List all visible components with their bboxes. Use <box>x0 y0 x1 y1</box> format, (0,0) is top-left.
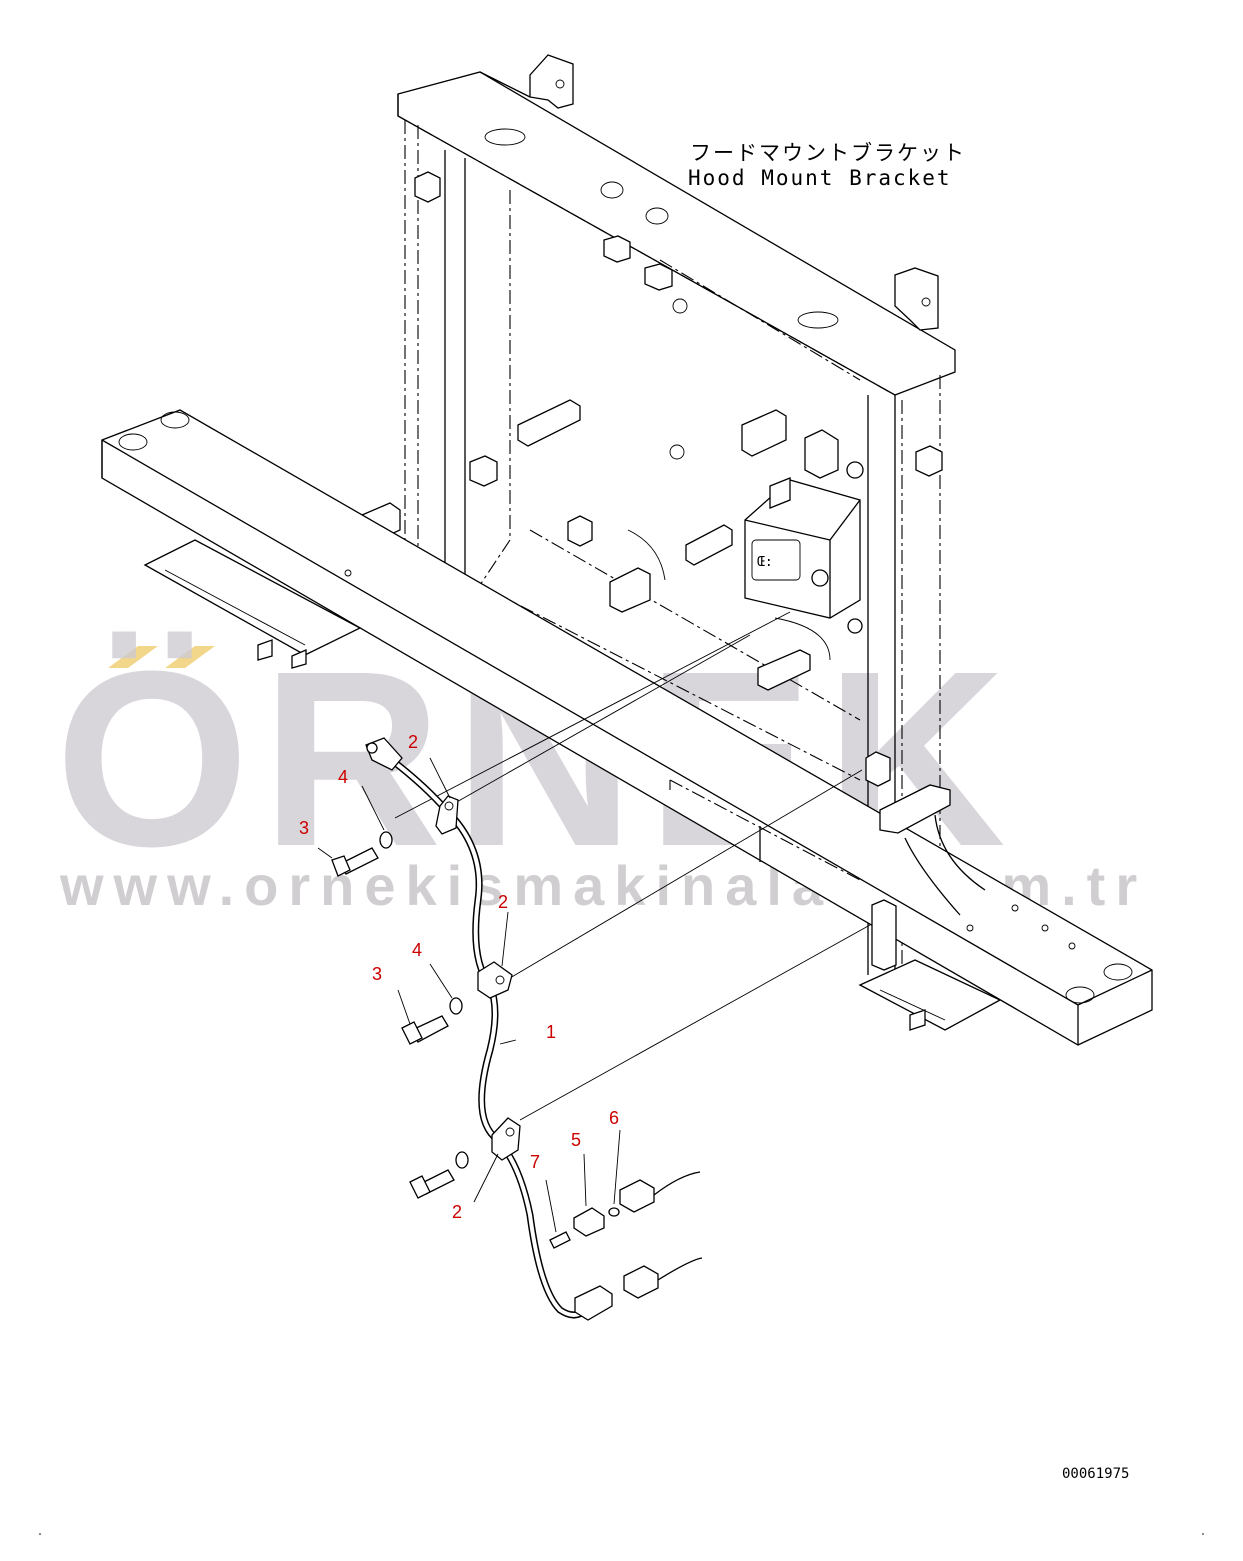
washer-bottom <box>455 1151 469 1169</box>
wire-harness <box>365 737 613 1321</box>
callout-leaders <box>317 757 621 1233</box>
washer-upper <box>379 831 393 849</box>
watermark-accent-left <box>108 646 158 668</box>
bolt-upper <box>331 847 379 877</box>
svg-text:Œ:: Œ: <box>757 555 773 570</box>
clamp-lower <box>491 1117 521 1161</box>
washer-lower <box>449 997 463 1015</box>
hood-mount-bracket-frame: Œ: <box>101 54 1153 1046</box>
assembly-leader-lines <box>394 611 871 1121</box>
callout-2-bottom: 2 <box>452 1202 462 1222</box>
ring-part-6 <box>608 1207 620 1217</box>
clamp-middle <box>477 961 513 999</box>
clamp-upper <box>435 795 459 835</box>
callout-4-lower: 4 <box>412 940 422 960</box>
callout-2-middle: 2 <box>498 892 508 912</box>
corner-dot-left <box>39 1533 41 1535</box>
document-number: 00061975 <box>1062 1466 1129 1482</box>
mating-connectors <box>619 1171 703 1299</box>
title-japanese: フードマウントブラケット <box>690 141 966 165</box>
callout-4-upper: 4 <box>338 767 348 787</box>
fasteners <box>331 831 620 1249</box>
callout-3-lower: 3 <box>372 964 382 984</box>
callout-6: 6 <box>609 1108 619 1128</box>
watermark-accent-right <box>165 646 215 668</box>
callout-2-top: 2 <box>408 732 418 752</box>
title-english: Hood Mount Bracket <box>688 166 952 190</box>
screw-part-7 <box>549 1231 571 1249</box>
cap-part-5 <box>573 1207 605 1237</box>
callout-3-upper: 3 <box>299 818 309 838</box>
callout-5: 5 <box>571 1130 581 1150</box>
callouts: 2 4 3 2 4 3 1 6 5 7 2 <box>299 732 619 1222</box>
bolt-bottom <box>409 1169 455 1199</box>
callout-7: 7 <box>530 1152 540 1172</box>
electrical-box: Œ: <box>744 429 864 634</box>
corner-dot-right <box>1202 1533 1204 1535</box>
callout-1: 1 <box>546 1022 556 1042</box>
